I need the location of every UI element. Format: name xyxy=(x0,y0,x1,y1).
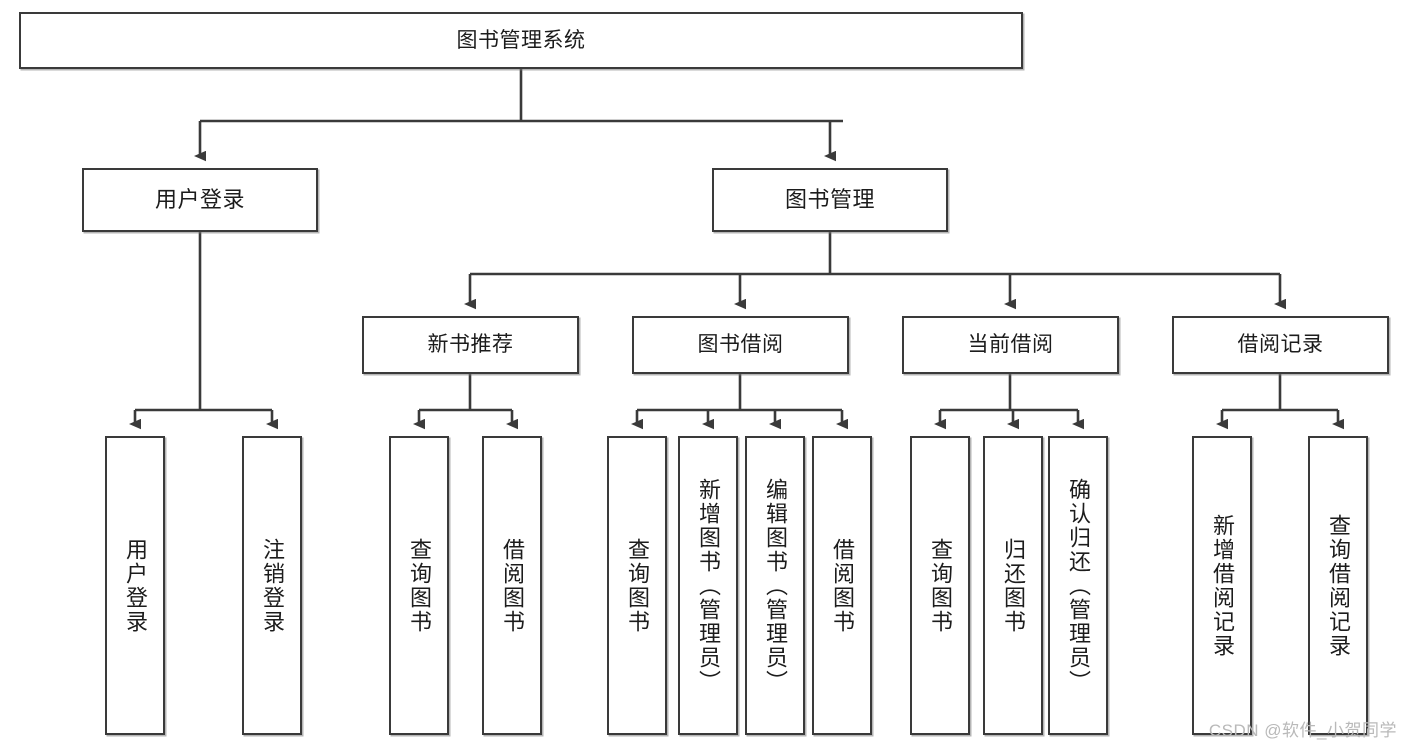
leaf-query-book-borrow-label: 查询图书 xyxy=(624,537,650,634)
leaf-add-book-label: 新增图书（管理员） xyxy=(695,477,721,694)
leaf-add-borrow-record-label: 新增借阅记录 xyxy=(1209,513,1235,658)
leaf-query-book-recommend-label: 查询图书 xyxy=(406,537,432,634)
leaf-query-borrow-record[interactable]: 查询借阅记录 xyxy=(1308,436,1368,735)
watermark-text: CSDN @软件_小贺同学 xyxy=(1208,721,1397,740)
leaf-borrow-book-recommend-label: 借阅图书 xyxy=(499,537,525,634)
node-root[interactable]: 图书管理系统 xyxy=(19,12,1023,69)
leaf-query-book-recommend[interactable]: 查询图书 xyxy=(389,436,449,735)
leaf-user-login-label: 用户登录 xyxy=(122,537,148,634)
node-new-book-recommend-label: 新书推荐 xyxy=(427,333,514,357)
leaf-query-book-borrow[interactable]: 查询图书 xyxy=(607,436,667,735)
leaf-return-book-label: 归还图书 xyxy=(1000,537,1026,634)
leaf-query-book-current-label: 查询图书 xyxy=(927,537,953,634)
leaf-borrow-book[interactable]: 借阅图书 xyxy=(812,436,872,735)
node-book-management[interactable]: 图书管理 xyxy=(712,168,948,232)
leaf-logout[interactable]: 注销登录 xyxy=(242,436,302,735)
leaf-borrow-book-label: 借阅图书 xyxy=(829,537,855,634)
node-user-login-label: 用户登录 xyxy=(154,186,245,212)
leaf-return-book[interactable]: 归还图书 xyxy=(983,436,1043,735)
leaf-query-borrow-record-label: 查询借阅记录 xyxy=(1325,513,1351,658)
leaf-logout-label: 注销登录 xyxy=(259,537,285,634)
leaf-confirm-return-label: 确认归还（管理员） xyxy=(1065,477,1091,694)
leaf-edit-book-label: 编辑图书（管理员） xyxy=(762,477,788,694)
node-borrow-record[interactable]: 借阅记录 xyxy=(1172,316,1389,374)
leaf-edit-book[interactable]: 编辑图书（管理员） xyxy=(745,436,805,735)
node-current-borrow-label: 当前借阅 xyxy=(967,333,1054,357)
leaf-user-login[interactable]: 用户登录 xyxy=(105,436,165,735)
node-root-label: 图书管理系统 xyxy=(456,28,586,52)
leaf-add-book[interactable]: 新增图书（管理员） xyxy=(678,436,738,735)
node-book-borrow-label: 图书借阅 xyxy=(697,333,784,357)
node-book-borrow[interactable]: 图书借阅 xyxy=(632,316,849,374)
node-new-book-recommend[interactable]: 新书推荐 xyxy=(362,316,579,374)
leaf-add-borrow-record[interactable]: 新增借阅记录 xyxy=(1192,436,1252,735)
node-book-management-label: 图书管理 xyxy=(784,186,875,212)
node-user-login[interactable]: 用户登录 xyxy=(82,168,318,232)
node-borrow-record-label: 借阅记录 xyxy=(1237,333,1324,357)
leaf-confirm-return[interactable]: 确认归还（管理员） xyxy=(1048,436,1108,735)
leaf-query-book-current[interactable]: 查询图书 xyxy=(910,436,970,735)
leaf-borrow-book-recommend[interactable]: 借阅图书 xyxy=(482,436,542,735)
node-current-borrow[interactable]: 当前借阅 xyxy=(902,316,1119,374)
